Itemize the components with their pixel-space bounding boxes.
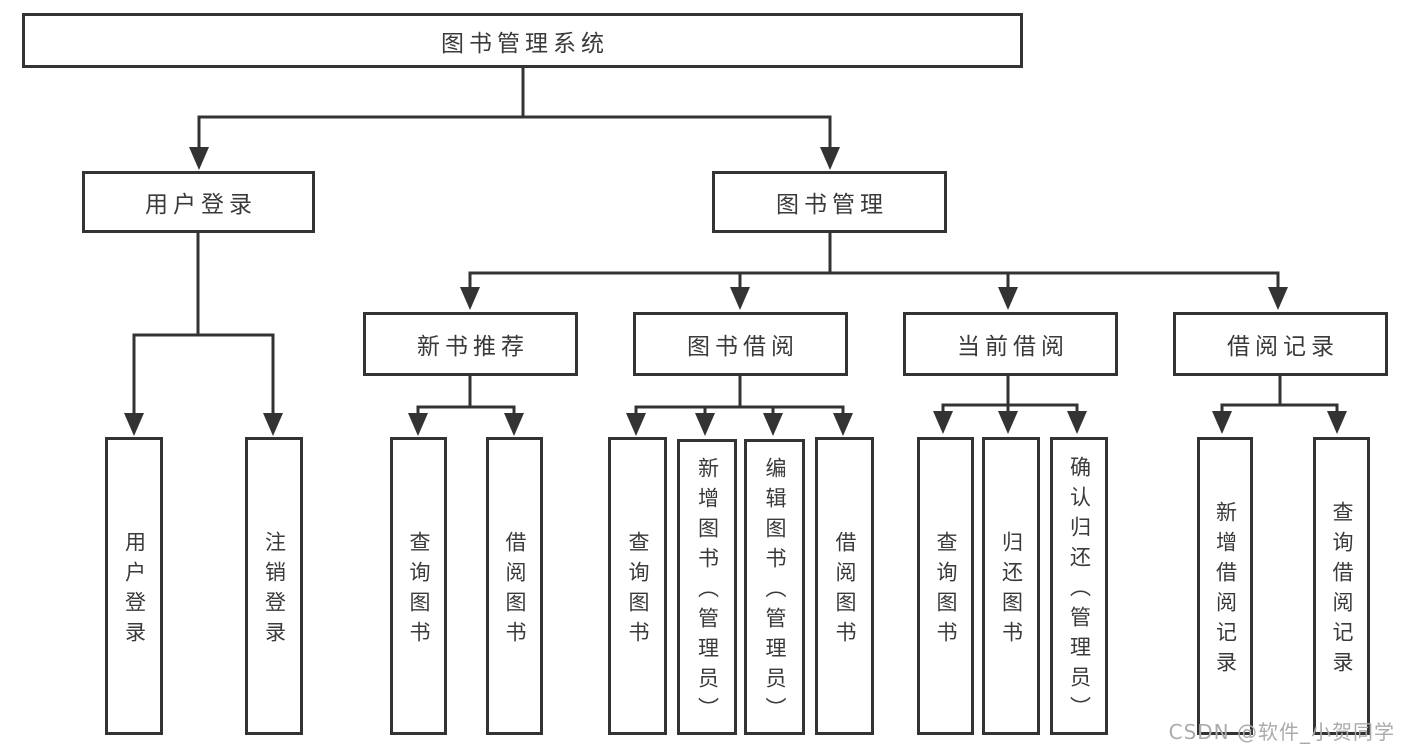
leaf-logout-label: 注销登录	[262, 530, 287, 651]
leaf-current-return-book-label: 归还图书	[999, 530, 1024, 651]
leaf-borrow-borrow-book: 借阅图书	[815, 437, 874, 735]
leaf-records-add-record: 新增借阅记录	[1197, 437, 1253, 735]
node-book-management-label: 图书管理	[776, 192, 888, 218]
leaf-records-search-record-label: 查询借阅记录	[1330, 500, 1354, 681]
node-borrow-records: 借阅记录	[1173, 312, 1388, 376]
leaf-records-add-record-label: 新增借阅记录	[1213, 500, 1238, 681]
node-book-borrow-label: 图书借阅	[687, 334, 799, 360]
node-current-borrow-label: 当前借阅	[957, 334, 1069, 360]
leaf-current-search-book-label: 查询图书	[934, 530, 958, 651]
arrow-down-icon	[124, 413, 144, 436]
leaf-records-search-record: 查询借阅记录	[1313, 437, 1370, 735]
leaf-borrow-edit-book-label: 编辑图书（管理员）	[763, 456, 787, 727]
leaf-user-login: 用户登录	[105, 437, 163, 735]
arrow-down-icon	[504, 413, 524, 436]
leaf-borrow-edit-book: 编辑图书（管理员）	[744, 439, 805, 735]
arrow-down-icon	[833, 413, 853, 436]
arrow-down-icon	[730, 287, 750, 310]
node-book-borrow: 图书借阅	[633, 312, 848, 376]
arrow-down-icon	[408, 413, 428, 436]
leaf-borrow-add-book-label: 新增图书（管理员）	[695, 456, 720, 727]
node-borrow-records-label: 借阅记录	[1227, 334, 1339, 360]
node-user-login: 用户登录	[82, 171, 315, 233]
arrow-down-icon	[263, 413, 283, 436]
node-root-label: 图书管理系统	[441, 30, 609, 57]
arrow-down-icon	[998, 411, 1018, 434]
arrow-down-icon	[189, 147, 209, 170]
arrow-down-icon	[1067, 411, 1087, 434]
arrow-down-icon	[1327, 411, 1347, 434]
node-current-borrow: 当前借阅	[903, 312, 1118, 376]
arrow-down-icon	[695, 413, 715, 436]
leaf-logout: 注销登录	[245, 437, 303, 735]
arrow-down-icon	[820, 147, 840, 170]
arrow-down-icon	[460, 287, 480, 310]
leaf-current-confirm-return-label: 确认归还（管理员）	[1067, 455, 1092, 726]
leaf-borrow-borrow-book-label: 借阅图书	[833, 530, 857, 651]
leaf-current-return-book: 归还图书	[982, 437, 1040, 735]
arrow-down-icon	[626, 413, 646, 436]
leaf-borrow-add-book: 新增图书（管理员）	[677, 439, 737, 735]
leaf-current-confirm-return: 确认归还（管理员）	[1050, 437, 1108, 735]
watermark: CSDN @软件_小贺同学	[1168, 720, 1395, 744]
leaf-user-login-label: 用户登录	[122, 530, 147, 651]
arrow-down-icon	[998, 287, 1018, 310]
leaf-recommend-borrow-book-label: 借阅图书	[503, 530, 527, 651]
node-root: 图书管理系统	[22, 13, 1023, 68]
node-new-book-recommend-label: 新书推荐	[417, 334, 529, 360]
leaf-current-search-book: 查询图书	[917, 437, 974, 735]
leaf-borrow-search-book: 查询图书	[608, 437, 667, 735]
leaf-recommend-borrow-book: 借阅图书	[486, 437, 543, 735]
arrow-down-icon	[763, 413, 783, 436]
arrow-down-icon	[933, 411, 953, 434]
arrow-down-icon	[1212, 411, 1232, 434]
leaf-recommend-search-book: 查询图书	[390, 437, 447, 735]
arrow-down-icon	[1268, 287, 1288, 310]
node-book-management: 图书管理	[712, 171, 947, 233]
leaf-recommend-search-book-label: 查询图书	[407, 530, 431, 651]
node-user-login-label: 用户登录	[145, 192, 257, 218]
node-new-book-recommend: 新书推荐	[363, 312, 578, 376]
leaf-borrow-search-book-label: 查询图书	[626, 530, 650, 651]
